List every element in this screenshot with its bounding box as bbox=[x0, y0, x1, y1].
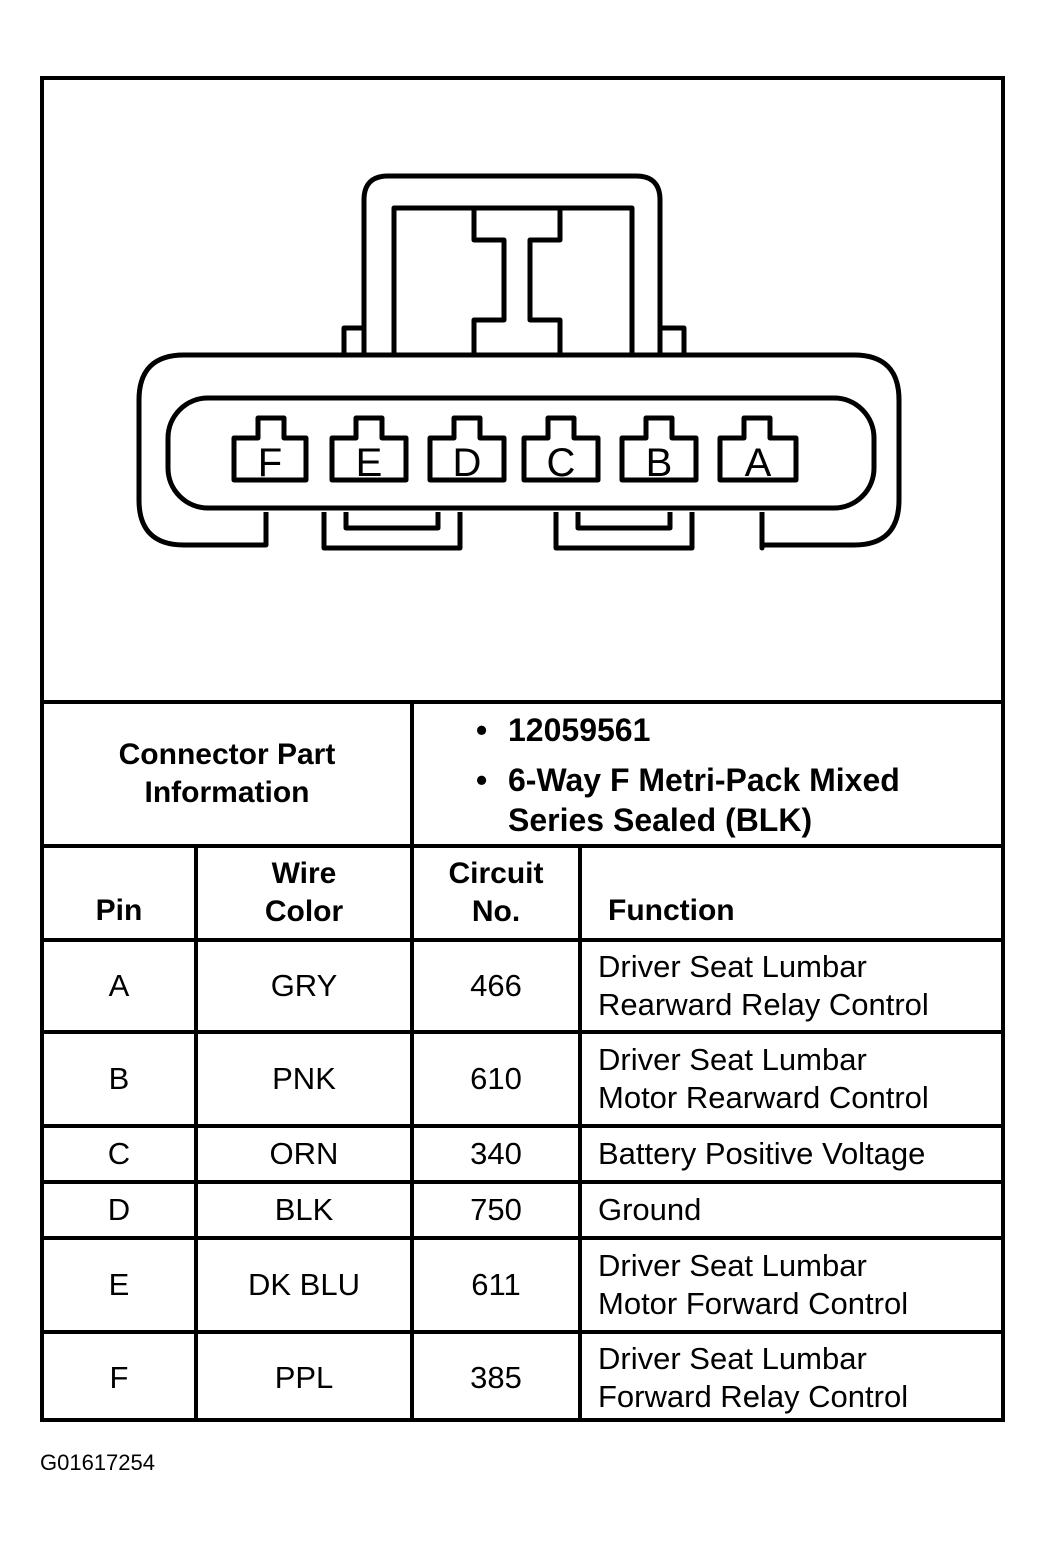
pin-label-e: E bbox=[356, 441, 383, 485]
pin-label-d: D bbox=[453, 441, 482, 485]
housing-outer bbox=[136, 352, 902, 551]
row-c-pin: C bbox=[107, 1136, 131, 1171]
connector-face-diagram: F E D C B A bbox=[136, 173, 902, 551]
divider bbox=[44, 938, 1001, 942]
divider bbox=[410, 848, 414, 1422]
row-b-color: PNK bbox=[272, 1061, 336, 1096]
bottom-key-left bbox=[321, 512, 463, 551]
divider bbox=[44, 700, 1001, 704]
housing-bottom-left bbox=[184, 512, 269, 548]
pin-cavity bbox=[165, 395, 877, 511]
figure-id: G01617254 bbox=[40, 1450, 155, 1475]
row-b-circuit: 610 bbox=[470, 1061, 522, 1096]
row-c-circuit: 340 bbox=[470, 1136, 522, 1171]
header-function: Function bbox=[608, 894, 735, 927]
row-d-circuit: 750 bbox=[470, 1192, 522, 1227]
bottom-key-right bbox=[553, 512, 695, 551]
pin-label-f: F bbox=[258, 441, 282, 485]
terminal-slot-e bbox=[329, 415, 409, 483]
row-a-circuit: 466 bbox=[470, 968, 522, 1003]
terminal-slot-f bbox=[231, 415, 309, 483]
left-shoulder bbox=[341, 325, 364, 355]
bottom-key-right-inner bbox=[575, 512, 673, 531]
row-c-color: ORN bbox=[269, 1136, 339, 1171]
part-number: •12059561 bbox=[476, 712, 651, 748]
row-a-color: GRY bbox=[270, 968, 338, 1003]
row-d-pin: D bbox=[107, 1192, 131, 1227]
row-f-circuit: 385 bbox=[470, 1360, 522, 1395]
latch-i-shape bbox=[471, 208, 563, 355]
row-e-color: DK BLU bbox=[248, 1267, 360, 1302]
row-e-pin: E bbox=[108, 1267, 130, 1302]
divider bbox=[44, 1030, 1001, 1034]
lock-tab-inner bbox=[391, 205, 635, 355]
row-b-pin: B bbox=[108, 1061, 130, 1096]
divider bbox=[44, 1180, 1001, 1184]
pin-label-b: B bbox=[646, 441, 673, 485]
row-d-function: Ground bbox=[598, 1192, 702, 1227]
part-info-label: Connector Part Information bbox=[118, 738, 336, 809]
divider bbox=[44, 844, 1001, 848]
bottom-key-left-inner bbox=[343, 512, 441, 531]
row-d-color: BLK bbox=[274, 1192, 334, 1227]
row-c-function: Battery Positive Voltage bbox=[598, 1136, 926, 1171]
row-f-color: PPL bbox=[274, 1360, 334, 1395]
connector-description: •6-Way F Metri-Pack Mixed Series Sealed … bbox=[476, 762, 900, 838]
divider bbox=[44, 1124, 1001, 1128]
terminal-slot-a bbox=[717, 415, 799, 483]
terminal-slot-c bbox=[521, 415, 601, 483]
pin-label-a: A bbox=[745, 441, 772, 485]
row-a-pin: A bbox=[108, 968, 130, 1003]
lock-tab-outer bbox=[361, 173, 663, 355]
divider bbox=[410, 704, 414, 844]
divider bbox=[44, 1330, 1001, 1334]
row-f-pin: F bbox=[109, 1360, 129, 1395]
divider bbox=[44, 1236, 1001, 1240]
part-info-list: •12059561 •6-Way F Metri-Pack Mixed Seri… bbox=[414, 704, 999, 844]
housing-bottom-right bbox=[759, 512, 854, 548]
connector-frame: F E D C B A Connector Part Information •… bbox=[40, 76, 1005, 1422]
right-shoulder bbox=[660, 325, 687, 355]
divider bbox=[194, 848, 198, 1422]
pin-label-c: C bbox=[547, 441, 576, 485]
terminal-slot-d bbox=[427, 415, 507, 483]
terminal-slot-b bbox=[619, 415, 699, 483]
row-e-circuit: 611 bbox=[471, 1267, 521, 1302]
divider bbox=[578, 848, 582, 1422]
header-pin: Pin bbox=[95, 894, 143, 927]
